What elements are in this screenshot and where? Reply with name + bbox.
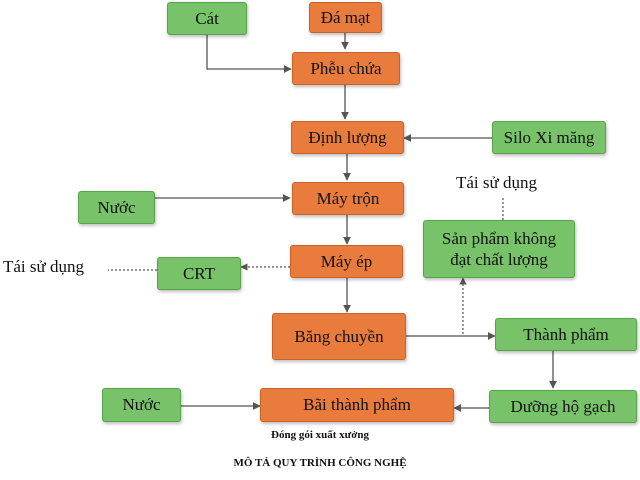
node-dinh-luong: Định lượng xyxy=(291,121,404,154)
node-crt: CRT xyxy=(157,257,241,290)
node-cat: Cát xyxy=(167,2,247,35)
node-bang-chuyen: Băng chuyền xyxy=(272,313,406,360)
node-pheu-chua: Phễu chứa xyxy=(292,52,400,85)
connector-cat-to-pheu xyxy=(206,35,292,73)
node-may-ep-label: Máy ép xyxy=(320,251,373,271)
caption-packaging: Đóng gói xuất xưởng xyxy=(271,429,369,441)
node-duong-ho-label: Dưỡng hộ gạch xyxy=(510,396,616,416)
node-may-tron: Máy trộn xyxy=(292,182,404,215)
node-nuoc-bottom: Nước xyxy=(102,388,181,422)
node-may-tron-label: Máy trộn xyxy=(316,188,380,208)
node-bang-chuyen-label: Băng chuyền xyxy=(294,326,384,346)
diagram-title: MÔ TẢ QUY TRÌNH CÔNG NGHỆ xyxy=(233,457,407,469)
label-tai-su-dung-left: Tái sử dụng xyxy=(3,257,84,276)
node-nuoc-bottom-label: Nước xyxy=(122,395,161,415)
node-nuoc-top: Nước xyxy=(78,191,155,224)
node-may-ep: Máy ép xyxy=(290,245,403,278)
node-san-pham-line1: Sản phẩm không xyxy=(441,228,557,248)
node-san-pham-khong-dat: Sản phẩm không đạt chất lượng xyxy=(423,220,575,278)
node-thanh-pham: Thành phẩm xyxy=(495,318,637,351)
node-da-mat-label: Đá mạt xyxy=(320,7,371,27)
label-tai-su-dung-right: Tái sử dụng xyxy=(456,173,537,192)
node-san-pham-line2: đạt chất lượng xyxy=(450,250,548,269)
node-silo-label: Silo Xi măng xyxy=(503,127,595,147)
node-bai-thanh-pham: Bãi thành phẩm xyxy=(260,388,454,422)
node-cat-label: Cát xyxy=(195,8,219,28)
node-crt-label: CRT xyxy=(182,263,216,283)
node-pheu-chua-label: Phễu chứa xyxy=(310,58,382,78)
node-nuoc-top-label: Nước xyxy=(97,197,136,217)
node-silo-xi-mang: Silo Xi măng xyxy=(492,121,606,154)
node-bai-thanh-pham-label: Bãi thành phẩm xyxy=(303,395,411,415)
node-dinh-luong-label: Định lượng xyxy=(308,127,387,147)
node-thanh-pham-label: Thành phẩm xyxy=(523,324,609,344)
node-da-mat: Đá mạt xyxy=(309,2,382,33)
node-duong-ho-gach: Dưỡng hộ gạch xyxy=(489,390,637,423)
